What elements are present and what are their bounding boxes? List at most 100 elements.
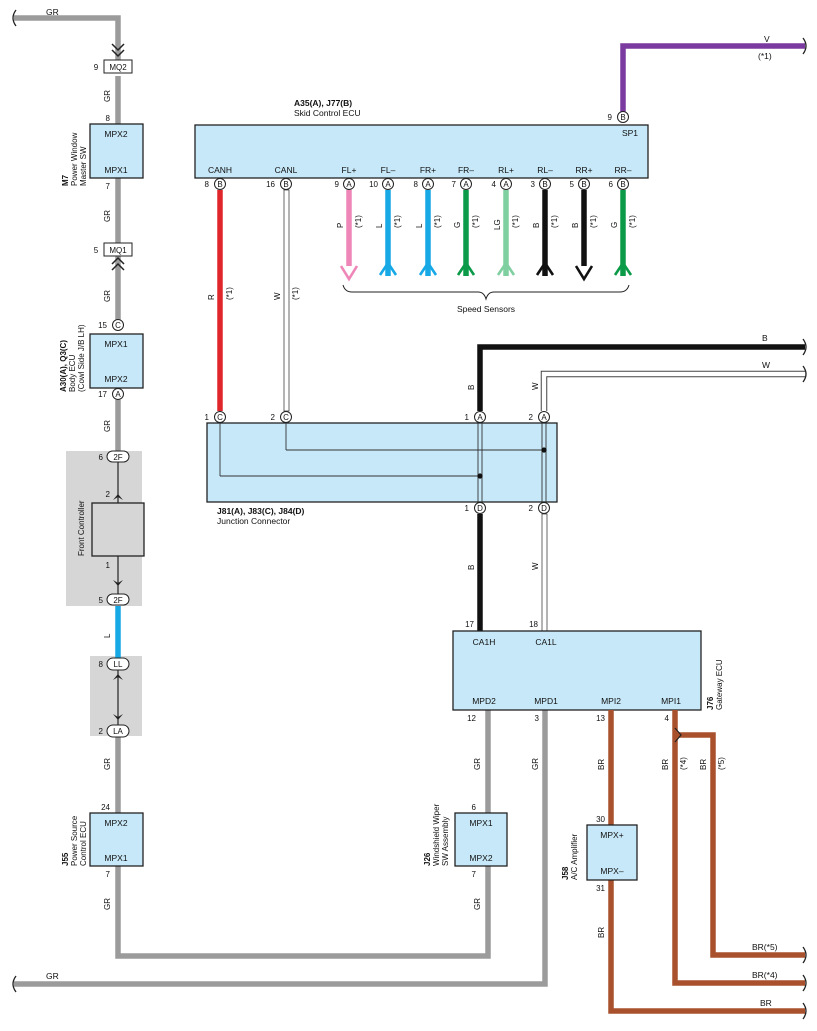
speed-sensors-label: Speed Sensors [457,304,515,314]
pin-number: 2 [99,727,104,736]
pin-circle [112,388,124,400]
m7-top-terminal: MPX2 [104,129,127,139]
a30-name: Body ECU [68,354,77,392]
connector-letter: B [620,180,625,189]
br-wires [608,710,805,1014]
j26-bottom-terminal: MPX2 [469,853,492,863]
pin-number: 5 [99,596,104,605]
junction-internal-lines [219,423,547,502]
v-wire [620,43,805,112]
connector-label: LL [114,660,123,669]
a35-name: Skid Control ECU [294,108,361,118]
connector-label: MQ2 [109,63,127,72]
pin-chevrons [113,494,123,720]
note: (*1) [291,287,300,300]
break-mark [12,975,17,993]
gateway-mpi1: MPI1 [661,696,681,706]
gateway-ca1l: CA1L [535,637,557,647]
wire-code: P [336,223,345,228]
wire-code: GR [103,420,112,432]
pin-name-rl-plus: RL+ [498,165,514,175]
wire-code: GR [473,898,482,910]
b-bus-wire [477,344,805,411]
connector-label: MQ1 [109,246,127,255]
wire-code: GR [103,90,112,102]
j55-top-terminal: MPX2 [104,818,127,828]
pin-number: 7 [106,870,111,879]
pin-number: 15 [98,321,107,330]
connector-letter: B [542,180,547,189]
break-mark [12,9,17,27]
pin-number: 6 [609,180,614,189]
pin-number: 6 [472,803,477,812]
connector-label: 2F [113,453,122,462]
junction-top-pins [214,411,550,423]
m7-name: Master SW [79,146,88,186]
wire-code: B [467,385,476,390]
connector-letter: A [503,180,509,189]
wire-code: BR [661,759,670,770]
pin-number: 4 [492,180,497,189]
break-mark [802,974,807,992]
pin-circle [474,502,486,514]
connector-letter: A [541,413,547,422]
connector-label: 2F [113,596,122,605]
pin-name-rl-minus: RL– [537,165,553,175]
break-mark [802,365,807,383]
junction-code: J81(A), J83(C), J84(D) [217,506,305,516]
pin-number: 3 [531,180,536,189]
j55-name: Control ECU [79,821,88,866]
wire-code: BR(*5) [752,942,778,952]
wire-code: B [571,223,580,228]
j26-name: SW Assembly [441,817,450,866]
connector-letter: A [385,180,391,189]
pin-name-canh: CANH [208,165,232,175]
wire-code: B [467,565,476,570]
sp1-terminal: SP1 [622,128,638,138]
pin-name-rr-minus: RR– [614,165,631,175]
junction-dot [541,447,547,453]
pin-number: 3 [535,714,540,723]
connector-letter: C [115,321,121,330]
gateway-name: Gateway ECU [715,659,724,710]
a30-name: (Cowl Side J/B LH) [77,324,86,392]
speed-sensor-arrows [339,260,633,282]
connector-letter: A [425,180,431,189]
canl-wire [283,189,290,412]
wire-code: L [103,633,112,638]
pin-name-fr-plus: FR+ [420,165,436,175]
pin-number: 1 [465,413,470,422]
pin-number: 30 [596,815,605,824]
connector-ll [106,657,130,671]
pin-number: 7 [106,182,111,191]
pin-number: 5 [570,180,575,189]
note: (*1) [550,215,559,228]
wire-code: GR [103,758,112,770]
pin-number: 17 [465,620,474,629]
windshield-wiper-sw [454,812,508,867]
junction-connector [206,422,558,503]
connector-mq2 [103,59,133,74]
pin-number: 2 [529,504,534,513]
note: (*1) [511,215,520,228]
pin-circle [112,319,124,331]
break-mark [802,37,807,55]
wire-code: GR [103,210,112,222]
connector-2f [106,450,130,463]
note: (*1) [225,287,234,300]
connector-letter: A [463,180,469,189]
wire-code: W [531,382,540,390]
wire-code: L [415,223,424,228]
wire-code: GR [46,7,59,17]
connector-letter: D [541,504,547,513]
j55-name: Power Source [70,815,79,866]
a35-bottom-pins [214,178,629,190]
pin-number: 7 [452,180,457,189]
wire-code: G [610,222,619,228]
wire-code: BR [597,927,606,938]
connector-2f [106,593,130,606]
pin-number: 9 [335,180,340,189]
pin-number: 1 [465,504,470,513]
junction-dot [477,473,483,479]
pin-number: 9 [608,113,613,122]
